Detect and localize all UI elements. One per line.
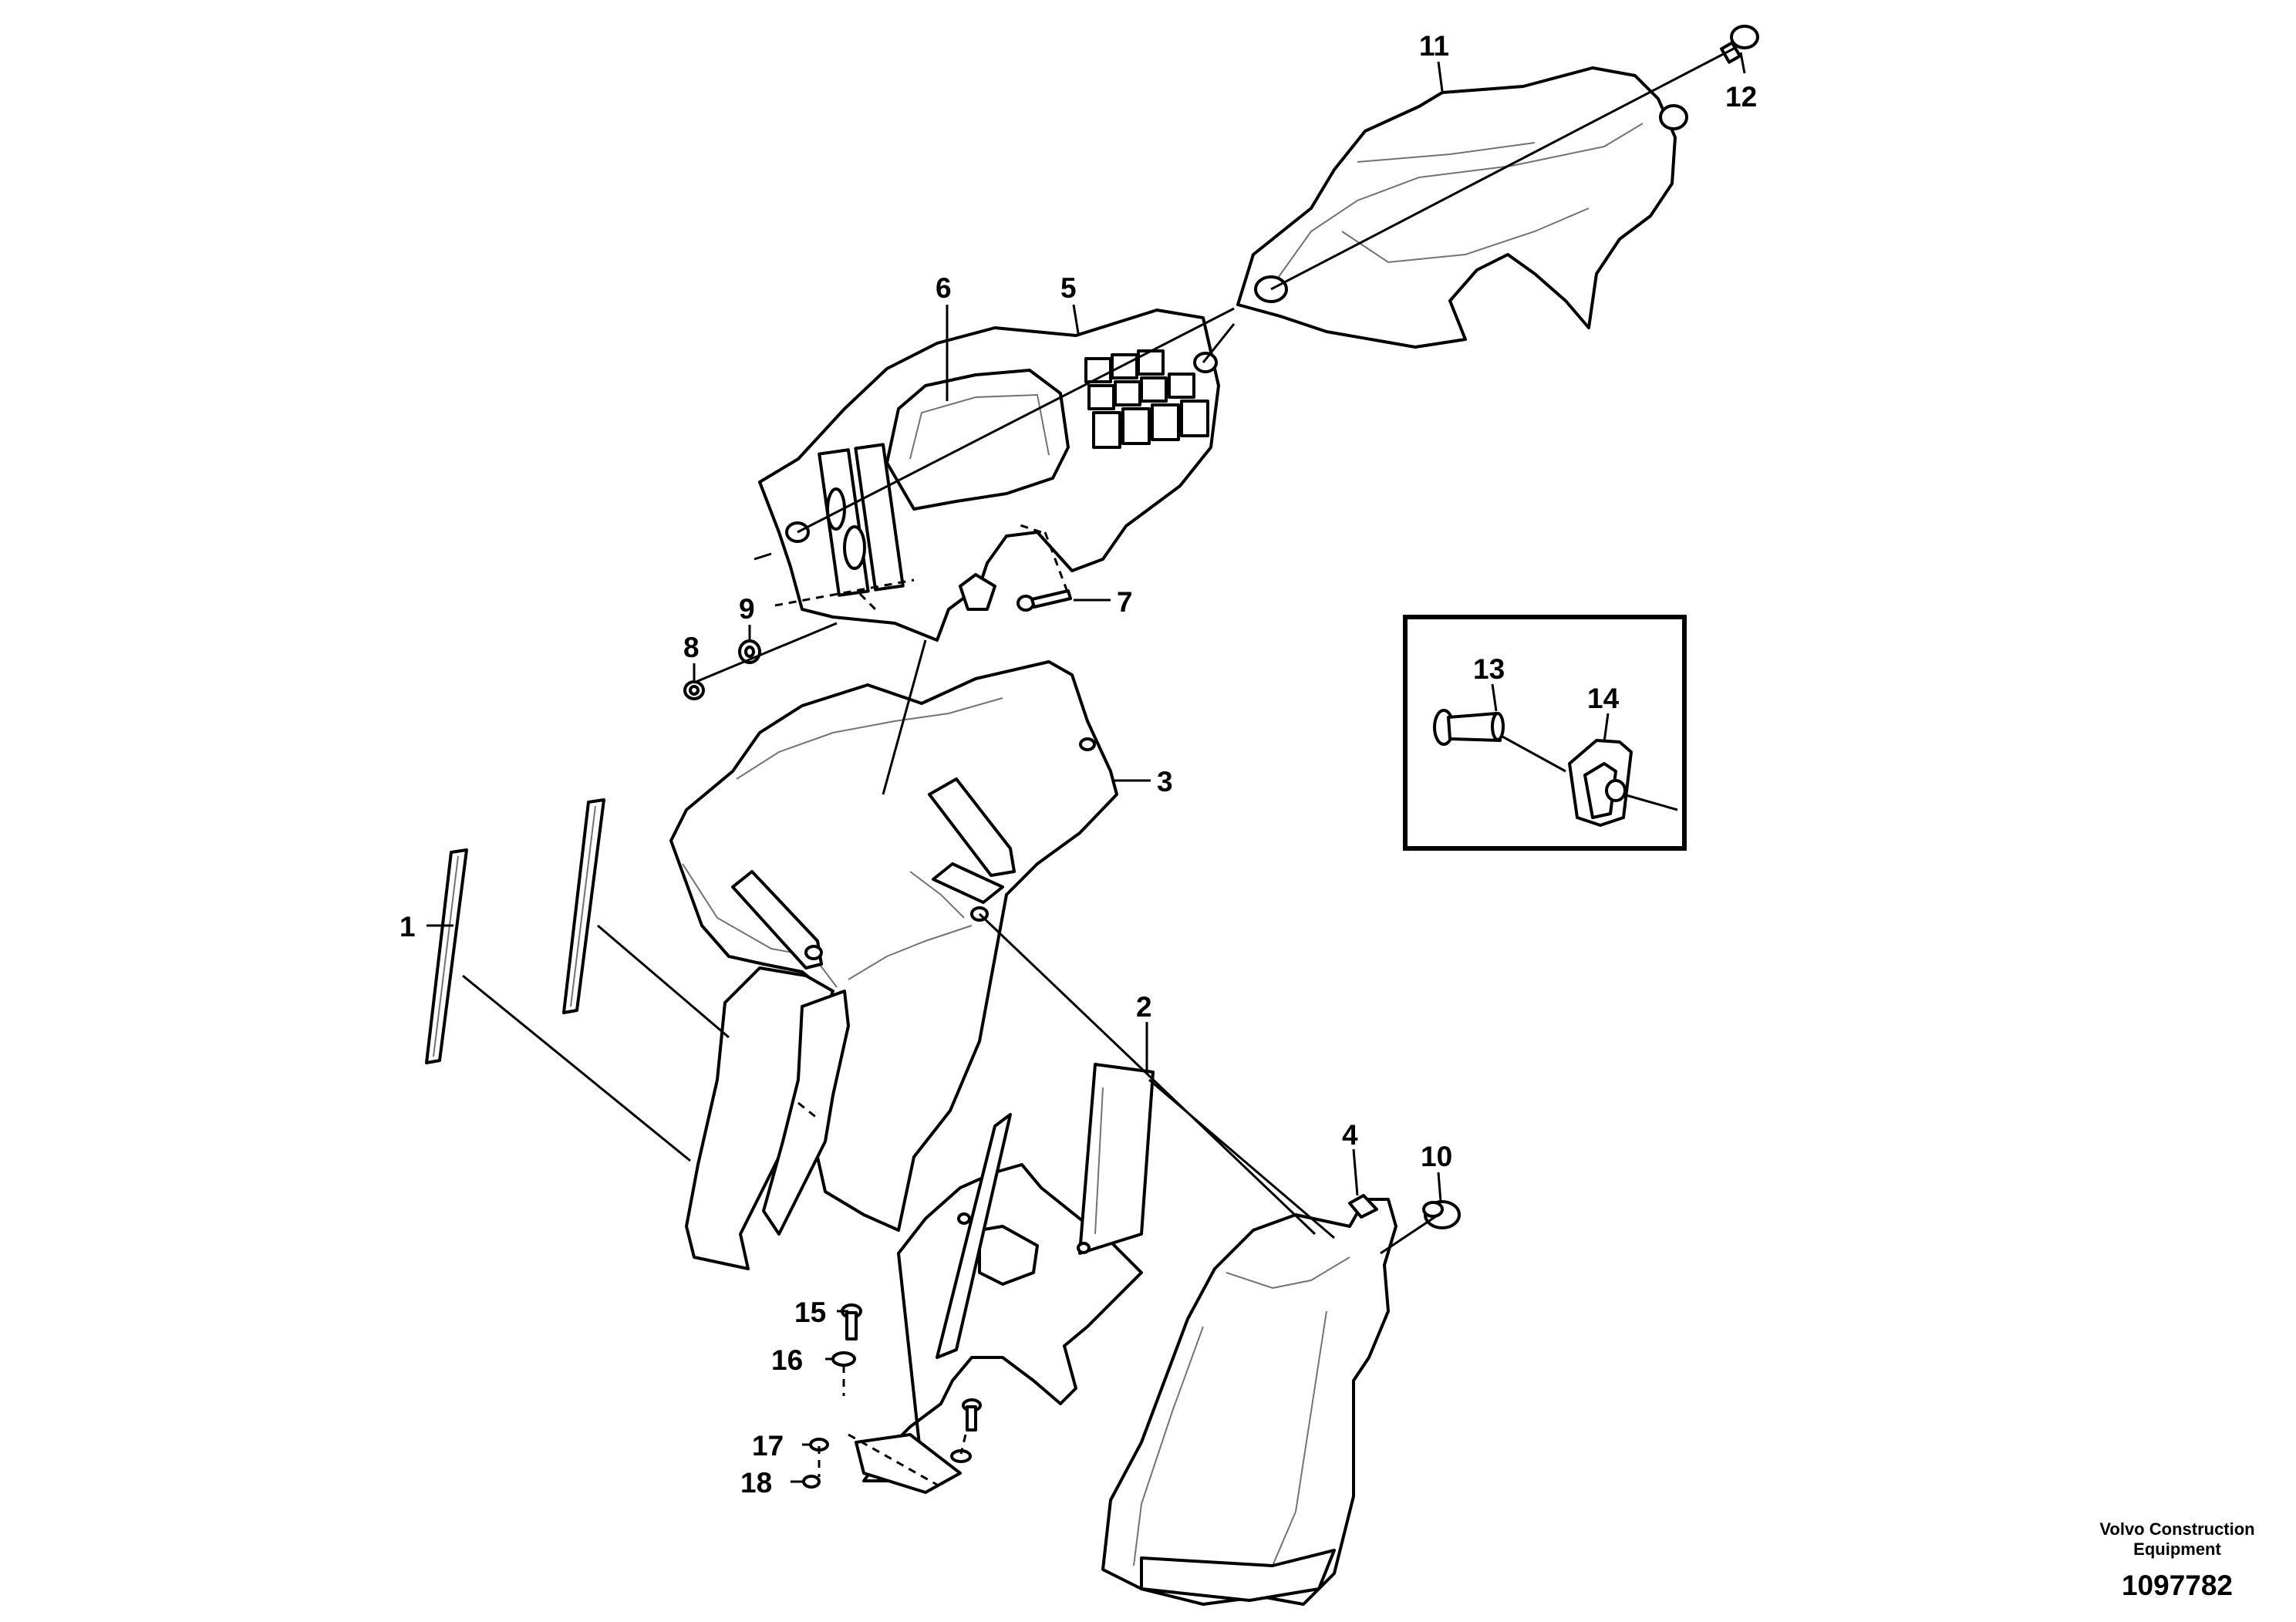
part-11-upper-cover — [1236, 66, 1688, 349]
callout-18: 18 — [740, 1467, 772, 1499]
callout-2: 2 — [1136, 991, 1152, 1023]
callout-15: 15 — [794, 1297, 826, 1328]
part-4-column-cover — [1101, 1194, 1397, 1606]
callout-7: 7 — [1117, 586, 1133, 618]
callout-14: 14 — [1587, 683, 1620, 714]
callout-3: 3 — [1157, 766, 1173, 798]
callout-8: 8 — [683, 632, 700, 663]
callout-4: 4 — [1342, 1119, 1358, 1151]
callout-leaders — [426, 52, 1746, 1483]
switch-block — [1084, 349, 1209, 449]
part-13-pin — [1433, 709, 1505, 746]
part-14-clip-nut — [1568, 739, 1633, 827]
callout-16: 16 — [771, 1344, 803, 1376]
manufacturer-name-line2: Equipment — [2133, 1539, 2221, 1559]
part-1-trim-strip — [425, 848, 468, 1064]
callout-9: 9 — [739, 593, 755, 625]
callout-17: 17 — [752, 1430, 784, 1462]
callout-10: 10 — [1421, 1141, 1452, 1172]
callout-11: 11 — [1419, 30, 1449, 62]
callout-5: 5 — [1060, 272, 1077, 304]
callout-labels: 1 2 3 4 5 6 7 8 9 10 11 12 13 14 15 16 1… — [400, 30, 1757, 1499]
part-5-instrument-panel — [758, 309, 1220, 642]
part-3-dash-cover — [669, 660, 1118, 1232]
callout-12: 12 — [1725, 81, 1757, 113]
bolt-right — [950, 1398, 982, 1463]
part-16-washer — [831, 1351, 856, 1367]
part-2-bracket — [855, 1063, 1155, 1494]
drawing-number: 1097782 — [2122, 1570, 2233, 1601]
callout-1: 1 — [400, 911, 416, 943]
callout-13: 13 — [1473, 653, 1505, 685]
part-1-trim-strip-second — [562, 798, 605, 1014]
part-18-nut — [802, 1475, 821, 1489]
manufacturer-name: Volvo Construction — [2099, 1519, 2254, 1539]
detail-inset — [1403, 615, 1687, 851]
callout-6: 6 — [936, 272, 952, 304]
footer-branding: Volvo Construction Equipment 1097782 — [2099, 1519, 2254, 1601]
part-8-nut — [683, 680, 705, 700]
assembly-lines — [462, 46, 1736, 1486]
part-15-bolt — [841, 1303, 862, 1340]
part-12-screw — [1720, 25, 1759, 64]
part-10-clip — [1422, 1200, 1461, 1229]
lower-side-panel — [685, 966, 850, 1270]
part-7-screw — [1017, 589, 1072, 612]
